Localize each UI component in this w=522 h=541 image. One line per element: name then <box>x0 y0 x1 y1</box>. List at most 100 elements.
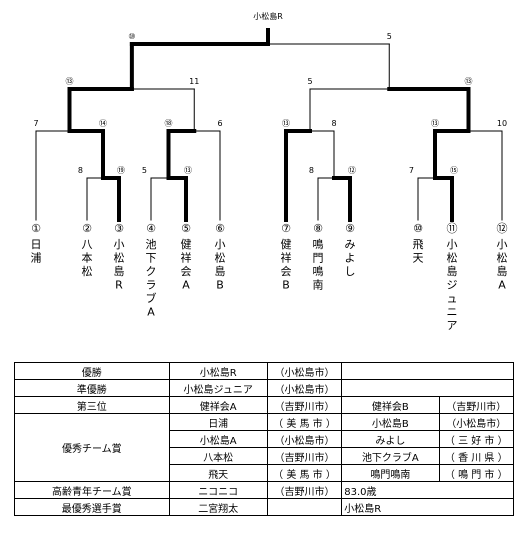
team-city: （小松島市） <box>266 379 343 397</box>
team-name-char: 飛 <box>413 238 424 251</box>
team-name-char: 島 <box>114 264 125 278</box>
empty-cell <box>266 498 343 516</box>
team-name-char: ジ <box>447 279 458 292</box>
seed-number: ⑧ <box>313 222 323 235</box>
team-city: （吉野川市） <box>266 396 343 414</box>
team-name-char: 鳴 <box>313 237 324 251</box>
team-name-char: B <box>216 279 224 292</box>
team-name-char: 天 <box>413 252 424 265</box>
category-label: 優秀チーム賞 <box>14 413 170 482</box>
results-table: 優勝 小松島R （小松島市） 準優勝 小松島ジュニア （小松島市） 第三位 健祥… <box>14 362 514 516</box>
team-name-char: A <box>182 279 190 292</box>
team-name-char: 島 <box>447 264 458 278</box>
team-name: 小松島A <box>168 430 268 448</box>
team-name-char: 小 <box>497 238 508 251</box>
team-city: （ 鳴 門 市 ） <box>438 464 514 482</box>
match-score: 7 <box>33 119 38 128</box>
player-name: 二宮翔太 <box>168 498 268 516</box>
result-row-excellent: 小松島A （小松島市） みよし （ 三 好 市 ） <box>15 430 514 448</box>
team-name: 八本松 <box>168 447 268 465</box>
team-city: （ 三 好 市 ） <box>438 430 514 448</box>
seed-number: ⑨ <box>345 222 355 235</box>
result-row-runner-up: 準優勝 小松島ジュニア （小松島市） <box>14 379 514 397</box>
team-name-char: ニ <box>447 306 458 319</box>
team-city: （ 美 馬 市 ） <box>266 464 343 482</box>
team-name-char: 健 <box>281 238 292 251</box>
team-name: ニコニコ <box>168 481 268 499</box>
team-name: 健祥会A <box>168 396 268 414</box>
category-label: 優勝 <box>14 362 170 380</box>
team-name: 鳴門鳴南 <box>341 464 440 482</box>
match-score: 8 <box>309 166 314 175</box>
team-city: （ 香 川 県 ） <box>438 447 514 465</box>
match-score: 7 <box>409 166 414 175</box>
result-row-oldest-team: 高齢青年チーム賞 ニコニコ （吉野川市） 83.0歳 <box>14 481 514 499</box>
seed-number: ⑤ <box>181 222 191 235</box>
champion-label: 小松島R <box>253 11 283 21</box>
seed-number: ⑩ <box>413 222 423 235</box>
team-name-char: A <box>498 279 506 292</box>
seed-number: ⑦ <box>281 222 291 235</box>
match-score: 6 <box>217 119 222 128</box>
team-name-char: み <box>345 238 356 251</box>
team-name-char: R <box>115 279 123 292</box>
team-name-char: 本 <box>82 251 93 265</box>
team-name: 飛天 <box>168 464 268 482</box>
match-score: 5 <box>307 77 312 86</box>
match-score: ⑲ <box>117 166 125 175</box>
team-name-char: ラ <box>146 279 157 292</box>
team-name-char: 祥 <box>281 251 292 265</box>
team-name-char: B <box>282 279 290 292</box>
seed-number: ⑥ <box>215 222 225 235</box>
seed-number: ③ <box>114 222 124 235</box>
result-row-third: 第三位 健祥会A （吉野川市） 健祥会B （吉野川市） <box>14 396 514 414</box>
team-name: 小松島ジュニア <box>168 379 268 397</box>
average-age: 83.0歳 <box>341 481 514 499</box>
bracket-lines <box>35 28 503 222</box>
match-score: ⑬ <box>282 119 290 128</box>
team-city: （ 美 馬 市 ） <box>266 413 343 431</box>
empty-cell <box>341 362 514 380</box>
match-score: ⑬ <box>465 77 473 86</box>
seed-number: ② <box>82 222 92 235</box>
team-name-char: 島 <box>497 264 508 278</box>
team-name: 日浦 <box>168 413 268 431</box>
match-score: 5 <box>142 166 147 175</box>
team-city: （吉野川市） <box>266 447 343 465</box>
team-name-char: 小 <box>114 238 125 251</box>
team-name-char: A <box>147 306 155 319</box>
team-name-char: 祥 <box>181 251 192 265</box>
match-score: ⑬ <box>66 77 74 86</box>
empty-cell <box>341 379 514 397</box>
team-name-char: 松 <box>82 264 93 278</box>
team-name-char: 日 <box>31 238 42 251</box>
result-row-champion: 優勝 小松島R （小松島市） <box>14 362 514 380</box>
team-name-char: 小 <box>215 238 226 251</box>
category-label: 準優勝 <box>14 379 170 397</box>
match-score: 5 <box>387 32 392 41</box>
team-city: （吉野川市） <box>438 396 514 414</box>
match-score: 11 <box>189 77 199 86</box>
match-score: 10 <box>497 119 507 128</box>
team-city: （小松島市） <box>266 430 343 448</box>
team-name-char: 池 <box>146 238 157 251</box>
player-team: 小松島R <box>341 498 514 516</box>
team-name: 健祥会B <box>341 396 440 414</box>
match-score: ⑬ <box>184 166 192 175</box>
team-name-char: 健 <box>181 238 192 251</box>
match-score: ⑩ <box>128 32 135 41</box>
match-score: ⑱ <box>165 119 173 128</box>
team-name-char: よ <box>345 252 356 265</box>
team-name-char: 南 <box>313 279 324 292</box>
result-row-mvp: 最優秀選手賞 二宮翔太 小松島R <box>14 498 514 516</box>
team-name-char: 八 <box>82 238 93 251</box>
match-score: ⑫ <box>348 166 356 175</box>
match-score: ⑮ <box>450 166 458 175</box>
match-score: ⑬ <box>431 119 439 128</box>
match-score: 8 <box>331 119 336 128</box>
team-name-char: 島 <box>215 264 226 278</box>
team-name-char: し <box>345 265 356 278</box>
match-score: 8 <box>78 166 83 175</box>
